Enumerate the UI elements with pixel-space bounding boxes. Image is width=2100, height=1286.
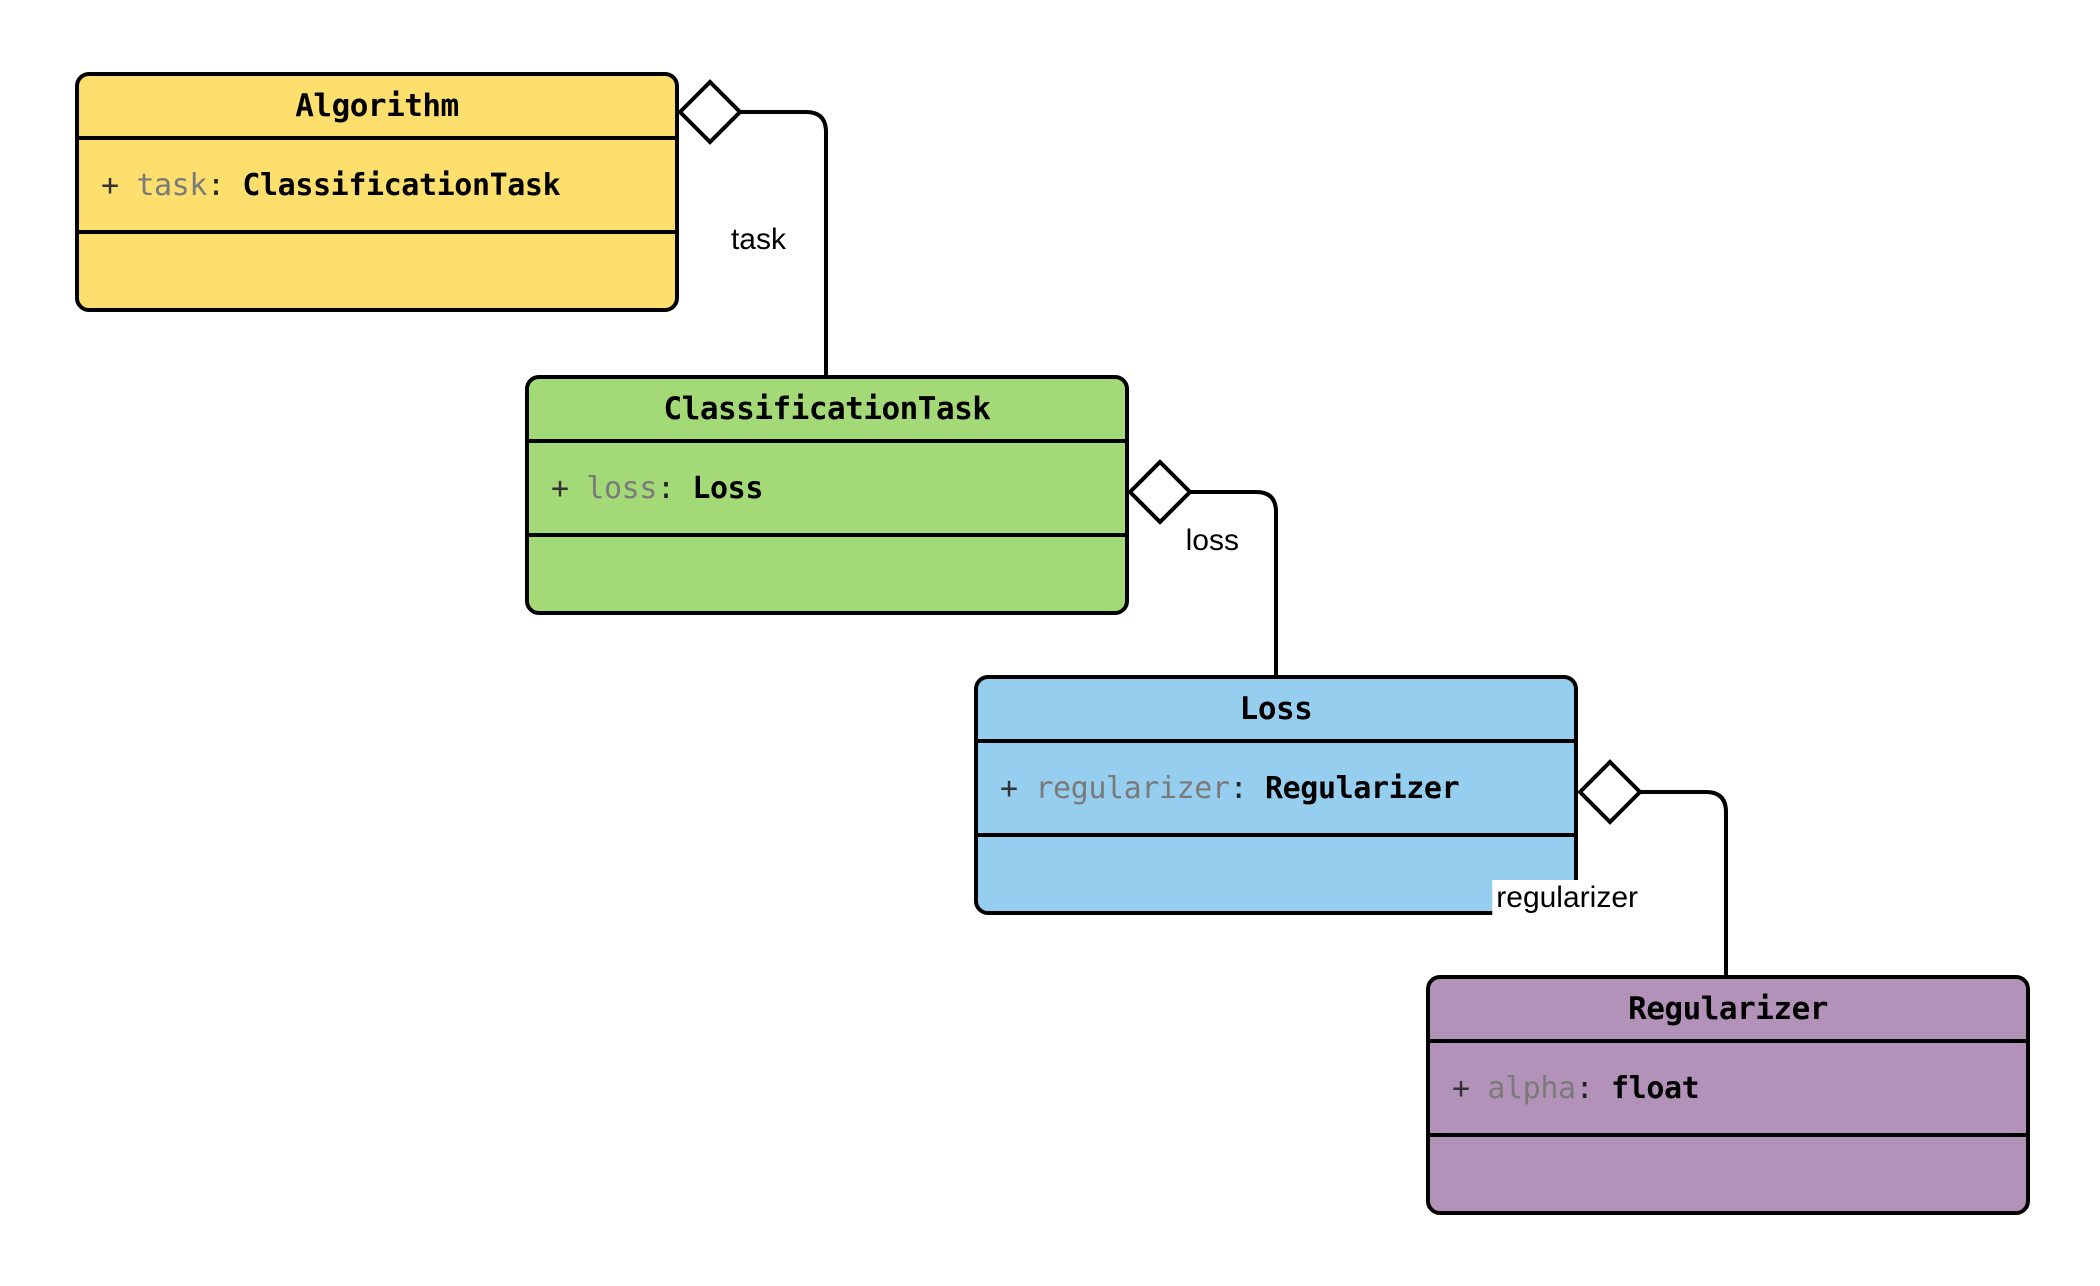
class-box-classificationtask[interactable]: ClassificationTask + loss: Loss xyxy=(525,375,1129,615)
class-methods-loss xyxy=(978,837,1574,911)
attribute-name: regularizer xyxy=(1035,770,1230,806)
class-methods-algorithm xyxy=(79,234,675,308)
attribute-visibility: + xyxy=(551,470,569,506)
attribute-row: + regularizer: Regularizer xyxy=(1000,770,1460,806)
class-name-loss: Loss xyxy=(978,679,1574,743)
attribute-name: alpha xyxy=(1487,1070,1576,1106)
class-box-loss[interactable]: Loss + regularizer: Regularizer xyxy=(974,675,1578,915)
attribute-type: ClassificationTask xyxy=(242,167,561,203)
attribute-row: + task: ClassificationTask xyxy=(101,167,561,203)
class-attributes-regularizer: + alpha: float xyxy=(1430,1043,2026,1137)
attribute-type: float xyxy=(1611,1070,1700,1106)
attribute-separator: : xyxy=(207,167,225,203)
attribute-type: Loss xyxy=(692,470,763,506)
attribute-separator: : xyxy=(657,470,675,506)
attribute-separator: : xyxy=(1229,770,1248,806)
attribute-name: task xyxy=(136,167,207,203)
class-methods-regularizer xyxy=(1430,1137,2026,1211)
class-attributes-loss: + regularizer: Regularizer xyxy=(978,743,1574,837)
class-attributes-classificationtask: + loss: Loss xyxy=(529,443,1125,537)
relationship-line-loss-regularizer xyxy=(1640,790,1728,975)
aggregation-diamond-icon-classificationtask-loss xyxy=(1127,459,1193,525)
class-name-algorithm: Algorithm xyxy=(79,76,675,140)
attribute-name: loss xyxy=(586,470,657,506)
attribute-visibility: + xyxy=(101,167,119,203)
class-attributes-algorithm: + task: ClassificationTask xyxy=(79,140,675,234)
attribute-separator: : xyxy=(1575,1070,1594,1106)
relationship-line-classificationtask-loss xyxy=(1190,490,1278,675)
class-methods-classificationtask xyxy=(529,537,1125,611)
attribute-visibility: + xyxy=(1452,1070,1470,1106)
aggregation-diamond-icon-algorithm-task xyxy=(677,79,743,145)
relationship-label-classificationtask-loss: loss xyxy=(1181,523,1243,559)
class-name-classificationtask: ClassificationTask xyxy=(529,379,1125,443)
attribute-row: + alpha: float xyxy=(1452,1070,1700,1106)
class-box-algorithm[interactable]: Algorithm + task: ClassificationTask xyxy=(75,72,679,312)
class-name-regularizer: Regularizer xyxy=(1430,979,2026,1043)
relationship-label-algorithm-task: task xyxy=(726,222,790,258)
relationship-label-loss-regularizer: regularizer xyxy=(1492,880,1642,916)
aggregation-diamond-icon-loss-regularizer xyxy=(1577,759,1643,825)
attribute-row: + loss: Loss xyxy=(551,471,763,506)
attribute-type: Regularizer xyxy=(1264,770,1460,806)
class-box-regularizer[interactable]: Regularizer + alpha: float xyxy=(1426,975,2030,1215)
attribute-visibility: + xyxy=(1000,770,1018,806)
